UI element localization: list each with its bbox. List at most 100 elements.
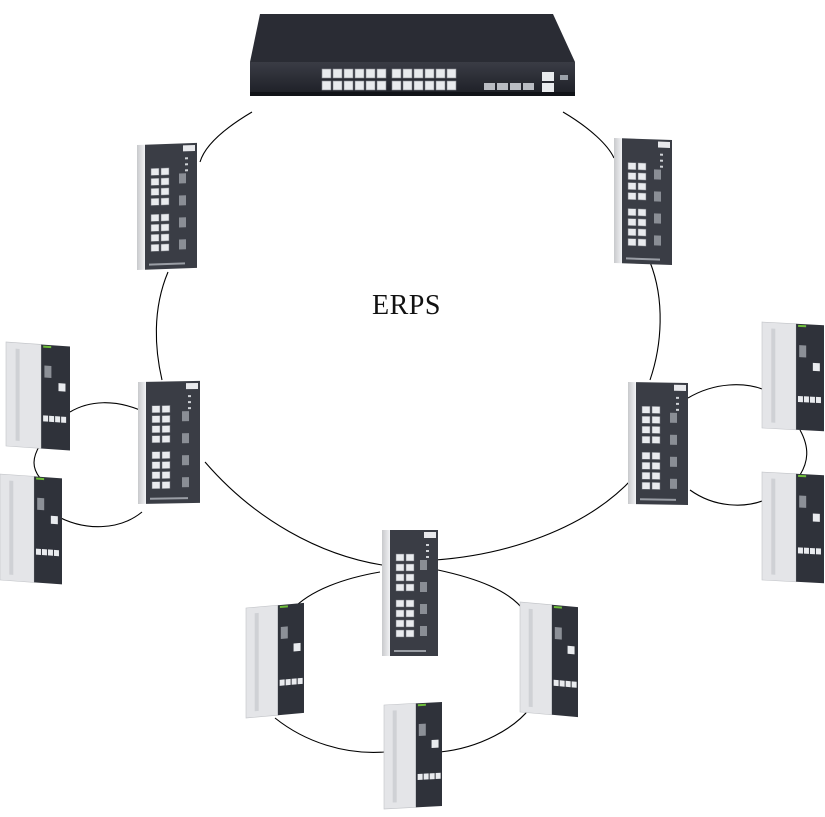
brand-accent-icon (798, 324, 807, 328)
rj45-port (815, 396, 821, 404)
rj45-port (565, 680, 571, 688)
rj45-port (641, 461, 651, 470)
rj45-port (405, 563, 415, 572)
rj45-port (395, 599, 405, 608)
rj45-port (161, 435, 171, 443)
sfp-port (670, 412, 677, 423)
sfp-port (497, 83, 508, 90)
rj45-port (809, 396, 815, 403)
rj45-port (651, 452, 661, 460)
rj45-port (435, 772, 441, 780)
rj45-port (641, 415, 651, 424)
rj45-port (160, 213, 170, 222)
sfp-port (420, 604, 427, 614)
rj45-port (627, 218, 637, 227)
rj45-port (151, 425, 161, 434)
sfp-port (484, 83, 495, 90)
rj45-port (43, 415, 49, 422)
rj45-port (446, 68, 457, 79)
rj45-port (402, 80, 413, 91)
rj45-port (285, 678, 291, 686)
rj45-port (151, 461, 161, 470)
sfp-port (554, 627, 562, 640)
brand-logo-icon (658, 141, 670, 148)
sfp-port (654, 235, 661, 246)
rj45-port (812, 362, 820, 372)
sfp-port (510, 83, 521, 90)
rj45-port (423, 773, 429, 780)
subring-right-b (799, 429, 808, 476)
subring-bottom-a (291, 571, 381, 611)
sfp-port (420, 626, 427, 636)
sfp-port (179, 239, 186, 250)
rj45-port (332, 68, 343, 79)
rj45-port (150, 243, 160, 252)
label-strip (626, 257, 660, 261)
sfp-port (179, 217, 186, 228)
rj45-port (627, 162, 637, 171)
brand-accent-icon (553, 605, 562, 609)
rj45-port (391, 80, 402, 91)
rj45-port (637, 238, 647, 247)
rj45-port (293, 642, 301, 652)
rj45-port (53, 549, 59, 557)
rj45-port (627, 182, 637, 191)
sfp-port (799, 495, 807, 508)
rj45-port (58, 383, 66, 392)
rj45-port (160, 243, 170, 252)
sfp-port (418, 723, 426, 736)
rj45-port (651, 426, 661, 434)
subring-right-a (687, 384, 766, 399)
rj45-port (321, 68, 332, 79)
label-strip (149, 262, 185, 266)
sfp-port (799, 345, 807, 358)
console-port (542, 72, 554, 81)
rj45-port (161, 425, 171, 433)
rj45-port (641, 425, 651, 434)
rj45-port (637, 218, 647, 227)
subring-left-b (33, 444, 41, 479)
rj45-port (50, 515, 58, 525)
edge-switch-left-1 (5, 341, 70, 451)
sfp-port (654, 213, 661, 224)
sfp-port (654, 191, 661, 202)
rj45-port (279, 679, 285, 686)
rj45-port (160, 197, 170, 206)
led-indicator (660, 159, 663, 162)
sfp-port (37, 497, 45, 511)
rj45-port (151, 405, 161, 414)
rj45-port (395, 583, 405, 592)
rj45-port (151, 415, 161, 424)
edge-switch-right-2 (761, 471, 824, 584)
subring-right-c (689, 489, 766, 506)
rj45-port (161, 481, 171, 489)
brand-logo-icon (183, 144, 195, 152)
rj45-port (405, 619, 415, 628)
rj45-port (651, 482, 661, 490)
ring-node-mid-left (138, 380, 200, 504)
led-indicator (185, 163, 188, 166)
led-indicator (560, 75, 568, 80)
sfp-port (179, 195, 186, 206)
led-indicator (676, 402, 679, 405)
rj45-port (553, 679, 559, 687)
rj45-port (151, 471, 161, 480)
rj45-port (641, 451, 651, 460)
rj45-port (405, 609, 415, 618)
sfp-port (179, 173, 186, 184)
led-indicator (660, 165, 663, 168)
sfp-port (420, 582, 427, 592)
rj45-port (160, 233, 170, 242)
rj45-port (627, 238, 637, 247)
led-indicator (185, 169, 188, 172)
rj45-port (651, 406, 661, 414)
ring-node-top-left (137, 142, 197, 270)
rj45-port (321, 80, 332, 91)
sfp-port (523, 83, 534, 90)
edge-switch-bottom-center (383, 701, 442, 810)
rj45-port (151, 435, 161, 444)
rj45-port (35, 548, 41, 555)
brand-logo-icon (186, 382, 198, 390)
label-strip (150, 497, 188, 500)
